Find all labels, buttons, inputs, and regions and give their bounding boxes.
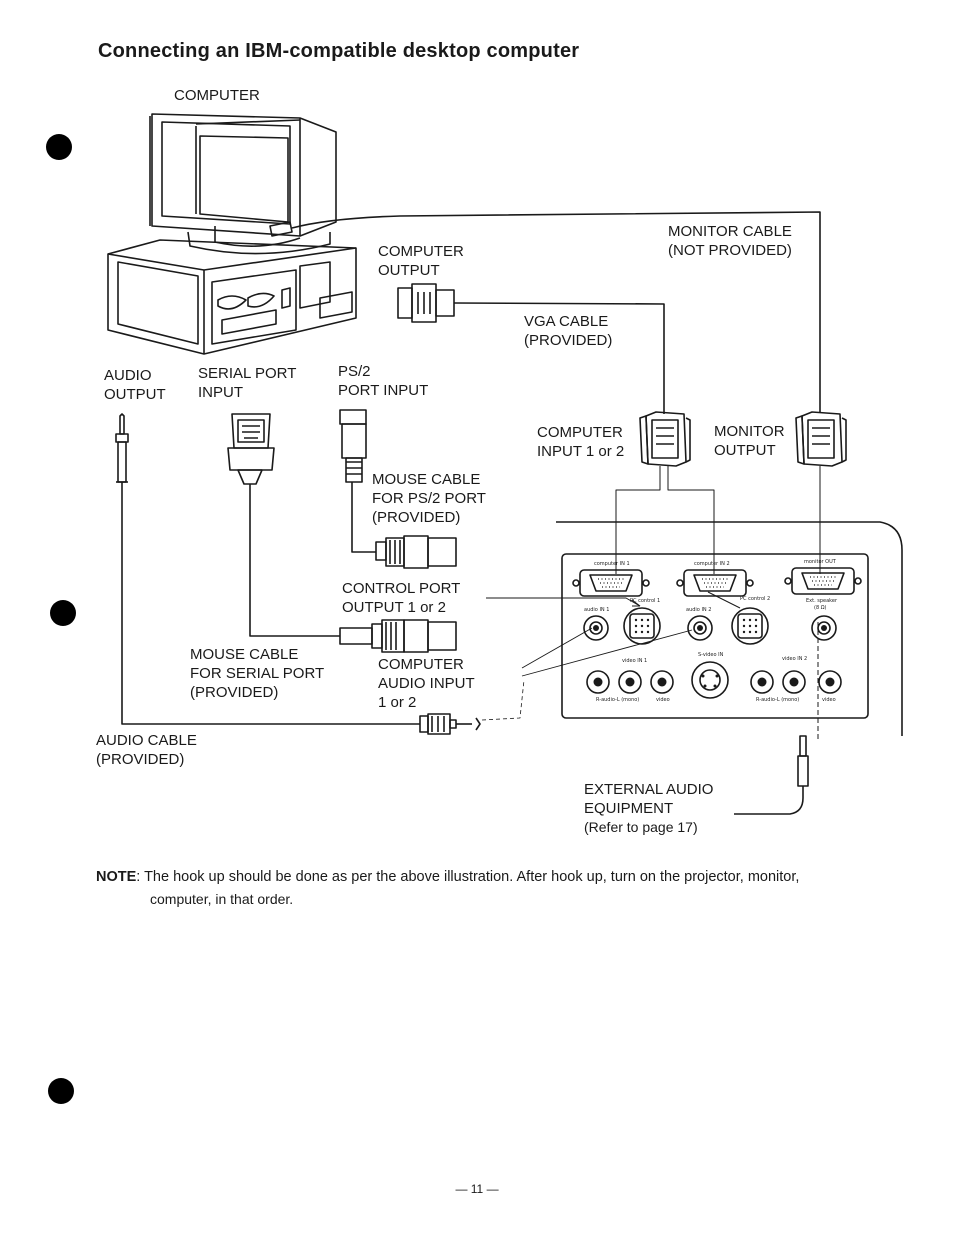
binder-hole-top: [46, 134, 72, 160]
page-title: Connecting an IBM-compatible desktop com…: [98, 40, 580, 62]
monitor-cable: [291, 211, 821, 412]
panel-label-r-audio-l-1: R-audio-L (mono): [596, 697, 639, 703]
panel-label-monitor-out: monitor OUT: [804, 559, 837, 565]
label-vga-cable: VGA CABLE(PROVIDED): [524, 313, 613, 349]
panel-label-video-in-2: video IN 2: [782, 656, 807, 662]
audio-cable-plug: [419, 713, 481, 735]
panel-label-ext-speaker: Ext. speaker: [806, 598, 838, 604]
binder-hole-bottom: [48, 1078, 74, 1104]
panel-label-pc-control-1: PC control 1: [630, 598, 660, 604]
panel-label-audio-in-1: audio IN 1: [584, 607, 609, 613]
panel-label-audio-in-2: audio IN 2: [686, 607, 711, 613]
label-audio-cable: AUDIO CABLE(PROVIDED): [96, 732, 197, 768]
panel-label-ext-speaker-ohm: (8 Ω): [814, 605, 827, 611]
panel-label-video-in-1: video IN 1: [622, 658, 647, 664]
audio-plug-left: [115, 413, 420, 725]
panel-label-s-video-in: S-video IN: [698, 652, 724, 658]
ps2-connector: [339, 409, 376, 553]
panel-label-r-audio-l-2: R-audio-L (mono): [756, 697, 799, 703]
mouse-cable-serial-plug: [339, 619, 457, 653]
binder-hole-middle: [50, 600, 76, 626]
external-audio-plug: [734, 735, 809, 815]
panel-label-computer-in-2: computer IN 2: [694, 561, 730, 567]
label-monitor-cable: MONITOR CABLE(NOT PROVIDED): [668, 223, 792, 259]
panel-label-video-1: video: [656, 697, 670, 703]
panel-label-video-2: video: [822, 697, 836, 703]
panel-label-pc-control-2: PC control 2: [740, 596, 770, 602]
vga-cable: [397, 283, 665, 414]
computer-input-connector: [639, 411, 691, 467]
monitor-illustration: [149, 113, 337, 255]
panel-label-computer-in-1: computer IN 1: [594, 561, 630, 567]
serial-port-connector: [227, 413, 340, 637]
label-computer: COMPUTER: [174, 87, 260, 104]
projector-panel: [556, 521, 903, 736]
mouse-cable-ps2-plug: [375, 535, 457, 569]
desktop-case-illustration: [107, 239, 357, 355]
page-number: — 11 —: [455, 1182, 499, 1196]
monitor-output-connector: [795, 411, 847, 467]
note-text: NOTE: The hook up should be done as per …: [96, 869, 800, 907]
